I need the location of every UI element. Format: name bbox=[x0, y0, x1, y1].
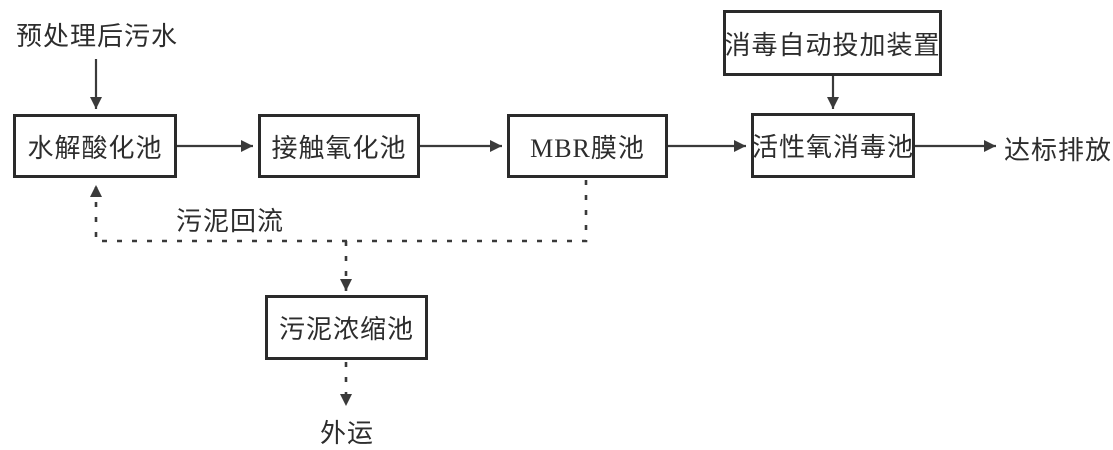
disinfectant-auto-dosing-device-box: 消毒自动投加装置 bbox=[723, 10, 942, 76]
discharge-label: 达标排放 bbox=[1004, 136, 1113, 165]
active-oxygen-disinfection-tank-box: 活性氧消毒池 bbox=[751, 113, 915, 178]
inflow-label: 预处理后污水 bbox=[16, 22, 179, 51]
outbound-label: 外运 bbox=[320, 419, 375, 448]
dashed-sludge-return-line bbox=[90, 180, 588, 243]
contact-oxidation-tank-box: 接触氧化池 bbox=[258, 114, 420, 178]
sludge-return-label: 污泥回流 bbox=[176, 207, 285, 236]
mbr-membrane-tank-box: MBR膜池 bbox=[507, 114, 668, 178]
hydrolysis-acidification-tank-box: 水解酸化池 bbox=[13, 114, 177, 178]
sludge-thickening-tank-box: 污泥浓缩池 bbox=[265, 295, 428, 360]
